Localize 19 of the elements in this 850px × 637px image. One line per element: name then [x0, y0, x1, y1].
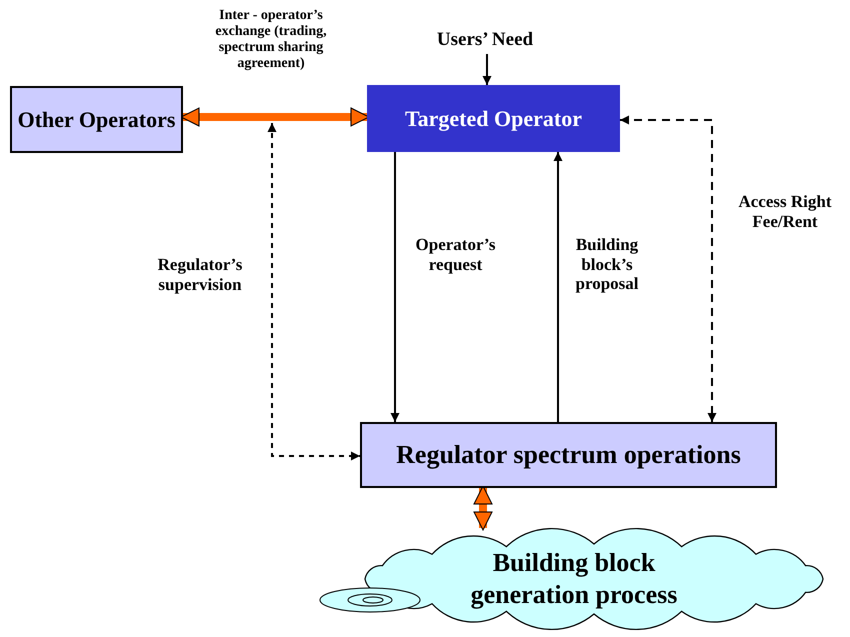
process-box: [367, 85, 620, 152]
input-label: Users’ Need: [436, 28, 534, 52]
edge-label: Building block’s proposal: [574, 235, 640, 294]
node-label: Regulator spectrum operations: [396, 438, 741, 471]
arrow: [620, 116, 716, 422]
arrow: [390, 152, 400, 422]
process-box: [10, 86, 183, 153]
arrow: [482, 54, 492, 85]
edge-label: Inter - operator’s exchange (trading, spectrum sharing agreement): [214, 8, 328, 72]
arrow: [268, 123, 360, 460]
edge-label: Operator’s request: [414, 235, 496, 274]
edge-label: Access Right Fee/Rent: [737, 192, 832, 232]
node-label: Targeted Operator: [405, 104, 582, 132]
process-box: [360, 422, 777, 488]
edge-label: Regulator’s supervision: [156, 255, 244, 294]
double-arrow: [474, 486, 492, 530]
node-label: Other Operators: [18, 106, 176, 134]
node-label: Building block generation process: [470, 546, 678, 611]
arrow: [554, 152, 562, 422]
